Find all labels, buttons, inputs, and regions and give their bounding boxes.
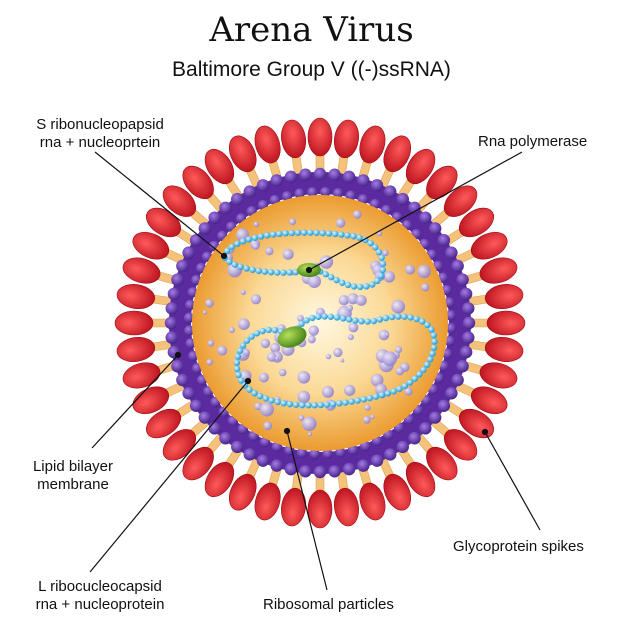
label-lipid-line1: Lipid bilayer (8, 458, 138, 476)
diagram-subtitle: Baltimore Group V ((-)ssRNA) (0, 58, 623, 82)
diagram-title: Arena Virus (0, 10, 623, 50)
ribosome-particle (275, 356, 279, 360)
ribosome-particle (263, 421, 272, 430)
ribosome-particle (308, 432, 312, 436)
leader-polymerase-dot (307, 268, 312, 273)
ribosome-particle (265, 247, 273, 255)
ribosome-particle (421, 283, 429, 291)
label-s-ribonucleocapsid: S ribonucleopapsid rna + nucleoprtein (10, 116, 190, 152)
ribosome-particle (353, 210, 362, 219)
ribosome-particle (340, 358, 344, 362)
ribosome-particle (241, 290, 246, 295)
ribosome-particle (203, 310, 207, 314)
ribosome-particle (259, 373, 269, 383)
ribosome-particle (308, 325, 318, 335)
leader-s-rnp-dot (222, 254, 227, 259)
ribosome-particle (251, 294, 261, 304)
ribosome-particle (260, 402, 274, 416)
ribosome-particle (279, 369, 287, 377)
ribosome-particle (267, 352, 277, 362)
ribosome-particle (252, 243, 259, 250)
label-l-rnp-line2: rna + nucleoprotein (10, 596, 190, 614)
label-l-ribonucleocapsid: L ribocucleocapsid rna + nucleoprotein (10, 578, 190, 614)
label-l-rnp-line1: L ribocucleocapsid (10, 578, 190, 596)
ribosome-particle (333, 348, 342, 357)
ribosome-particle (238, 318, 250, 330)
ribosome-particle (405, 265, 415, 275)
label-glycoprotein-spikes: Glycoprotein spikes (453, 538, 584, 556)
leader-l-rnp-dot (246, 379, 251, 384)
leader-glyco (485, 432, 540, 530)
ribosome-particle (391, 300, 405, 314)
ribosome-particle (336, 218, 346, 228)
ribosome-particle (385, 332, 390, 337)
ribosome-particle (308, 335, 316, 343)
label-s-rnp-line2: rna + nucleoprtein (10, 134, 190, 152)
ribosome-particle (205, 299, 214, 308)
leader-ribosomal-dot (285, 429, 290, 434)
ribosome-particle (344, 385, 355, 396)
label-ribosomal-particles: Ribosomal particles (263, 596, 394, 614)
ribosome-particle (417, 265, 430, 278)
label-lipid-bilayer: Lipid bilayer membrane (8, 458, 138, 494)
ribosome-particle (289, 218, 296, 225)
label-s-rnp-line1: S ribonucleopapsid (10, 116, 190, 134)
leader-lipid-dot (176, 353, 181, 358)
ribosome-particle (356, 295, 367, 306)
ribosome-particle (261, 339, 271, 349)
ribosome-particle (364, 405, 370, 411)
leader-glyco-dot (483, 430, 488, 435)
ribosome-particle (254, 221, 260, 227)
ribosome-particle (297, 371, 310, 384)
ribosome-particle (349, 322, 359, 332)
ribosome-particle (283, 249, 294, 260)
ribosome-particle (297, 391, 310, 404)
ribosome-particle (206, 359, 213, 366)
label-rna-polymerase: Rna polymerase (478, 133, 587, 151)
ribosome-particle (229, 327, 235, 333)
ribosome-particle (346, 305, 353, 312)
ribosome-particle (322, 386, 334, 398)
ribosome-particle (243, 349, 250, 356)
ribosome-particle (370, 415, 374, 419)
ribosome-particle (217, 346, 227, 356)
ribosome-particle (326, 354, 331, 359)
ribosome-particle (302, 416, 317, 431)
ribosome-particle (396, 367, 404, 375)
ribosome-particle (208, 340, 215, 347)
ribosome-particle (363, 416, 371, 424)
label-lipid-line2: membrane (8, 476, 138, 494)
ribosome-particle (382, 351, 397, 366)
ribosome-particle (348, 334, 354, 340)
ribosome-particle (384, 271, 395, 282)
